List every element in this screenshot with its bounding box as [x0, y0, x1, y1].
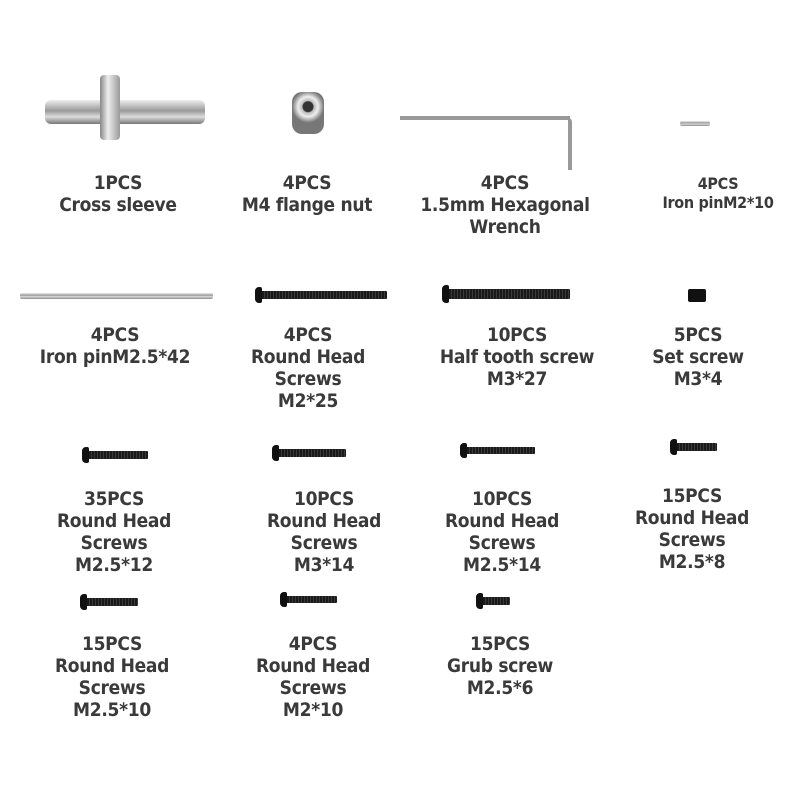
iron-pin-m2-5-42-image: [20, 293, 213, 299]
grub-screw-image: [476, 593, 510, 609]
screw-m3-14-image: [272, 445, 346, 461]
screw-m2-5-14-image: [460, 443, 535, 458]
set-screw-image: [688, 289, 706, 302]
screw-m3-27-image: [442, 285, 570, 303]
screw-m2-25-image: [255, 287, 387, 303]
screw-m2-10-image: [280, 592, 337, 607]
screw-m2-5-12-image: [82, 447, 148, 463]
flange-nut-image: [292, 92, 324, 134]
screw-m2-5-10-image: [80, 594, 138, 610]
screw-m2-5-8-image: [670, 439, 717, 455]
iron-pin-m2-10-image: [680, 121, 710, 126]
